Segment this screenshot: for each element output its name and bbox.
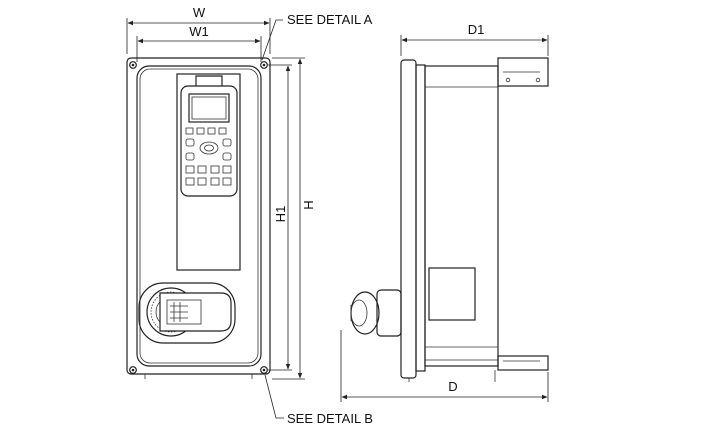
dim-w-label: W [193, 5, 206, 20]
front-cover-outline [136, 65, 262, 367]
heatsink-top [497, 57, 549, 87]
side-view [350, 57, 549, 382]
keypad-body [180, 85, 238, 197]
dim-h1-label: H1 [273, 206, 288, 223]
dim-d-label: D [448, 379, 457, 394]
front-enclosure-outline [126, 57, 271, 375]
side-switch-base [376, 289, 402, 337]
keypad-panel [176, 73, 241, 271]
front-dimensions [126, 18, 305, 380]
dim-d1-label: D1 [468, 22, 485, 37]
keypad-display [188, 93, 230, 123]
callout-detail-a: SEE DETAIL A [287, 12, 373, 27]
front-cover-inner [139, 68, 259, 364]
corner-screws [129, 61, 268, 374]
callout-detail-b: SEE DETAIL B [287, 411, 373, 426]
keypad-tab [195, 75, 223, 86]
keypad-display-inner [191, 96, 227, 120]
disconnect-switch [138, 282, 236, 344]
side-front-flange [400, 59, 417, 379]
side-body [424, 65, 499, 367]
dim-w1-label: W1 [189, 24, 209, 39]
heatsink-bottom [497, 355, 549, 371]
front-view [126, 57, 271, 379]
keypad-buttons [185, 127, 232, 186]
callout-leaders [261, 19, 284, 419]
side-switch-knob [350, 291, 380, 335]
side-label-plate [428, 267, 476, 321]
side-cover-lip [415, 64, 426, 372]
dim-h-label: H [301, 200, 316, 209]
side-dimensions [340, 35, 549, 402]
